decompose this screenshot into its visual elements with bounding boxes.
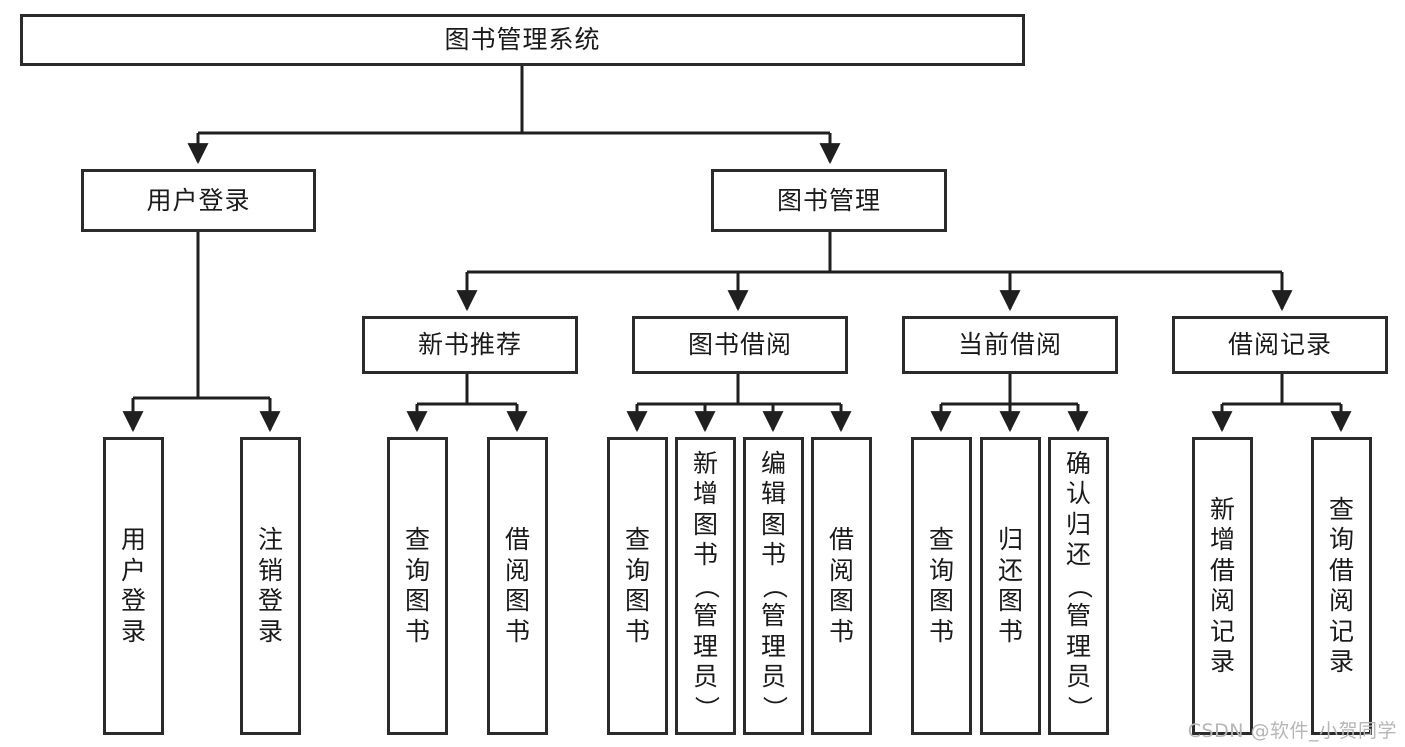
- node-new-book-recommend[interactable]: 新书推荐: [362, 316, 578, 374]
- node-label: 图书管理: [776, 185, 881, 215]
- csdn-watermark: CSDN @软件_小贺同学: [1187, 720, 1397, 742]
- node-root-system[interactable]: 图书管理系统: [20, 14, 1025, 66]
- node-user-login[interactable]: 用户登录: [81, 169, 316, 232]
- node-label: 借阅图书: [829, 525, 855, 646]
- node-label: 当前借阅: [957, 330, 1062, 360]
- node-label: 新书推荐: [417, 330, 522, 360]
- node-borrow-record[interactable]: 借阅记录: [1172, 316, 1388, 374]
- node-label: 新增借阅记录: [1210, 494, 1236, 677]
- leaf-current-borrow-return-book[interactable]: 归还图书: [980, 437, 1041, 735]
- node-label: 确认归还（管理员）: [1064, 448, 1094, 721]
- leaf-book-borrow-edit-book[interactable]: 编辑图书（管理员）: [743, 437, 804, 735]
- node-label: 新增图书（管理员）: [691, 448, 721, 721]
- node-book-borrow[interactable]: 图书借阅: [632, 316, 848, 374]
- node-label: 查询图书: [405, 525, 431, 646]
- leaf-user-login-logout[interactable]: 注销登录: [240, 437, 301, 735]
- node-label: 图书借阅: [687, 330, 792, 360]
- node-book-management[interactable]: 图书管理: [711, 169, 947, 232]
- node-label: 查询图书: [625, 525, 651, 646]
- leaf-user-login-login[interactable]: 用户登录: [103, 437, 164, 735]
- node-label: 查询借阅记录: [1329, 494, 1355, 677]
- leaf-book-borrow-add-book[interactable]: 新增图书（管理员）: [675, 437, 736, 735]
- leaf-current-borrow-query-book[interactable]: 查询图书: [911, 437, 972, 735]
- node-label: 借阅记录: [1227, 330, 1332, 360]
- node-label: 注销登录: [258, 525, 284, 646]
- node-label: 编辑图书（管理员）: [759, 448, 789, 721]
- node-current-borrow[interactable]: 当前借阅: [902, 316, 1118, 374]
- leaf-borrow-record-add-record[interactable]: 新增借阅记录: [1192, 437, 1253, 735]
- leaf-current-borrow-confirm-return[interactable]: 确认归还（管理员）: [1048, 437, 1109, 735]
- node-label: 借阅图书: [505, 525, 531, 646]
- leaf-borrow-record-query-record[interactable]: 查询借阅记录: [1311, 437, 1372, 735]
- leaf-new-book-borrow-book[interactable]: 借阅图书: [487, 437, 548, 735]
- node-label: 图书管理系统: [444, 25, 601, 55]
- leaf-book-borrow-borrow-book[interactable]: 借阅图书: [811, 437, 872, 735]
- node-label: 用户登录: [121, 525, 147, 646]
- leaf-book-borrow-query-book[interactable]: 查询图书: [607, 437, 668, 735]
- node-label: 用户登录: [146, 185, 251, 215]
- leaf-new-book-query-book[interactable]: 查询图书: [387, 437, 448, 735]
- node-label: 归还图书: [998, 525, 1024, 646]
- node-label: 查询图书: [929, 525, 955, 646]
